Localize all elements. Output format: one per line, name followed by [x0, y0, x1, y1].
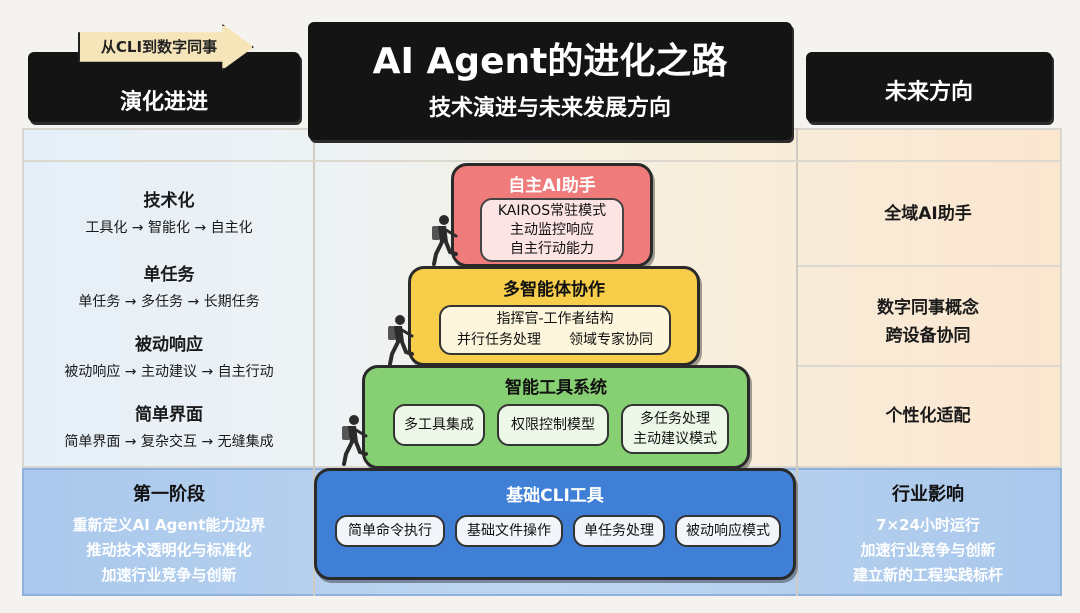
left-item-title: 技术化 [143, 191, 195, 211]
industry-impact-line: 7×24小时运行 [876, 516, 980, 534]
left-item-line: 简单界面 → 复杂交互 → 无缝集成 [64, 434, 274, 450]
tier1-pill: 被动响应模式 [675, 515, 781, 547]
tier4-feature: 主动监控响应 [510, 221, 594, 238]
tier-title: 自主AI助手 [508, 176, 596, 196]
first-stage-line: 推动技术透明化与标准化 [86, 541, 252, 559]
tier-autonomous-assistant: 自主AI助手 KAIROS常驻模式 主动监控响应 自主行动能力 [451, 163, 653, 267]
tier2-feature: 主动建议模式 [633, 431, 717, 447]
left-item-line: 工具化 → 智能化 → 自主化 [85, 220, 253, 236]
future-line: 跨设备协同 [885, 326, 971, 346]
tier3-feature: 并行任务处理 [457, 332, 541, 348]
first-stage-block: 第一阶段 重新定义AI Agent能力边界 推动技术透明化与标准化 加速行业竞争… [28, 480, 310, 585]
left-header-box: 演化进进 [28, 52, 300, 122]
tier1-pill: 简单命令执行 [335, 515, 445, 547]
climber-figure-icon [432, 215, 458, 266]
tier2-pill: 权限控制模型 [497, 404, 609, 446]
industry-impact-title: 行业影响 [892, 484, 964, 505]
left-item-title: 简单界面 [135, 405, 203, 425]
first-stage-title: 第一阶段 [133, 484, 205, 505]
tier1-pill: 单任务处理 [573, 515, 665, 547]
first-stage-line: 重新定义AI Agent能力边界 [72, 516, 266, 534]
left-item-title: 被动响应 [135, 335, 203, 355]
left-item-line: 被动响应 → 主动建议 → 自主行动 [64, 364, 274, 380]
industry-impact-line: 建立新的工程实践标杆 [852, 566, 1003, 584]
tier-title: 多智能体协作 [503, 280, 605, 300]
left-item-2: 单任务 单任务 → 多任务 → 长期任务 [28, 260, 310, 311]
tier4-feature: KAIROS常驻模式 [497, 202, 607, 219]
right-header-box: 未来方向 [806, 52, 1052, 122]
industry-impact-line: 加速行业竞争与创新 [860, 541, 996, 559]
tier4-feature-box: KAIROS常驻模式 主动监控响应 自主行动能力 [480, 198, 624, 262]
future-personalization: 个性化适配 [885, 406, 971, 426]
tier3-feature-box: 指挥官-工作者结构 并行任务处理 领域专家协同 [439, 305, 671, 355]
left-item-title: 单任务 [143, 265, 195, 285]
left-item-3: 被动响应 被动响应 → 主动建议 → 自主行动 [28, 330, 310, 381]
row-divider-3 [798, 365, 1060, 367]
tier-title: 基础CLI工具 [506, 486, 604, 506]
future-global-assistant: 全域AI助手 [884, 204, 972, 224]
first-stage-line: 加速行业竞争与创新 [101, 566, 237, 584]
tier-intelligent-tools: 智能工具系统 多工具集成 权限控制模型 多任务处理 主动建议模式 [362, 365, 750, 469]
tier-multi-agent: 多智能体协作 指挥官-工作者结构 并行任务处理 领域专家协同 [408, 266, 700, 366]
tier2-pill: 多工具集成 [393, 404, 485, 446]
left-header-title: 演化进进 [119, 90, 208, 115]
left-item-1: 技术化 工具化 → 智能化 → 自主化 [28, 186, 310, 237]
page-title: AI Agent的进化之路 [372, 41, 728, 82]
center-header-box: AI Agent的进化之路 技术演进与未来发展方向 [308, 22, 792, 140]
tier2-pill-multi: 多任务处理 主动建议模式 [621, 404, 729, 454]
tier3-feature: 指挥官-工作者结构 [496, 311, 614, 327]
arrow-tag-label: 从CLI到数字同事 [100, 38, 218, 56]
tier4-feature: 自主行动能力 [510, 240, 594, 257]
page-subtitle: 技术演进与未来发展方向 [428, 96, 671, 121]
industry-impact-block: 行业影响 7×24小时运行 加速行业竞争与创新 建立新的工程实践标杆 [800, 480, 1056, 585]
future-digital-colleague: 数字同事概念 跨设备协同 [800, 294, 1056, 350]
right-header-title: 未来方向 [884, 80, 973, 105]
tier-title: 智能工具系统 [505, 378, 607, 398]
row-divider-2 [798, 265, 1060, 267]
left-item-line: 单任务 → 多任务 → 长期任务 [78, 294, 260, 310]
climber-figure-icon [342, 415, 368, 466]
divider-left [313, 128, 315, 596]
tier1-pill: 基础文件操作 [455, 515, 563, 547]
tier3-feature: 领域专家协同 [569, 332, 653, 348]
divider-right [796, 128, 798, 596]
row-divider-1 [24, 160, 1060, 162]
left-item-4: 简单界面 简单界面 → 复杂交互 → 无缝集成 [28, 400, 310, 451]
climber-figure-icon [388, 315, 414, 366]
tier2-feature: 多任务处理 [640, 411, 710, 427]
future-line: 数字同事概念 [877, 298, 979, 318]
tier-basic-cli: 基础CLI工具 简单命令执行 基础文件操作 单任务处理 被动响应模式 [314, 468, 796, 580]
